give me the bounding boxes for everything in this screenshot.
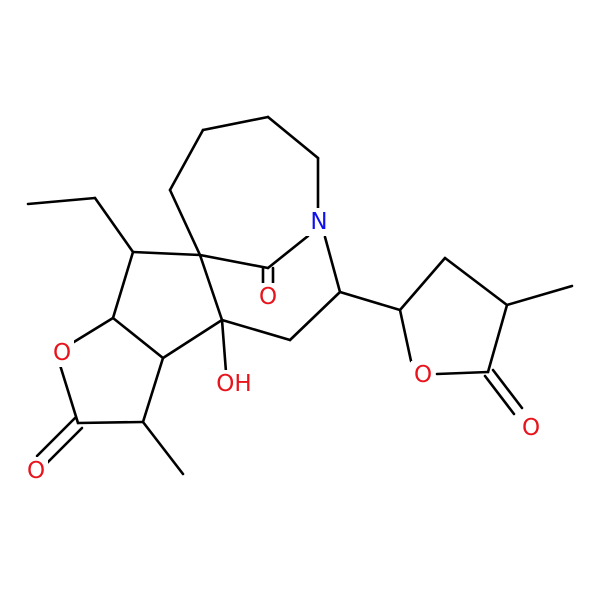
bond [198, 253, 270, 270]
bond [323, 235, 342, 294]
bond [161, 318, 224, 360]
bond [141, 420, 185, 476]
bond [42, 426, 84, 468]
bond [398, 256, 447, 312]
bond [111, 316, 165, 360]
oxygen-atom-label: O [27, 458, 45, 484]
bond [220, 318, 292, 342]
bond [483, 374, 516, 416]
bond [58, 363, 80, 425]
bond [93, 196, 135, 254]
hydroxyl-label: OH [216, 371, 251, 397]
bond [491, 368, 524, 410]
bond [141, 356, 165, 424]
bond [35, 416, 77, 458]
bond [505, 284, 574, 307]
oxygen-atom-label: O [414, 362, 432, 388]
bond [131, 250, 202, 257]
bond [435, 370, 490, 376]
bond [168, 188, 202, 257]
bond [288, 290, 342, 342]
oxygen-atom-label: O [522, 415, 540, 441]
bond [220, 318, 228, 374]
bond [266, 115, 320, 160]
bond [67, 316, 115, 347]
bond [486, 303, 509, 374]
bond [398, 308, 413, 363]
oxygen-atom-label: O [259, 284, 277, 310]
bond [443, 256, 509, 307]
bond [266, 234, 310, 270]
bond [338, 290, 402, 312]
bond [76, 420, 145, 425]
bond [111, 250, 135, 320]
nitrogen-atom-label: N [310, 209, 327, 235]
bond [198, 253, 224, 322]
bond [26, 196, 97, 206]
oxygen-atom-label: O [53, 340, 71, 366]
bond [201, 115, 270, 132]
bond [168, 128, 205, 192]
